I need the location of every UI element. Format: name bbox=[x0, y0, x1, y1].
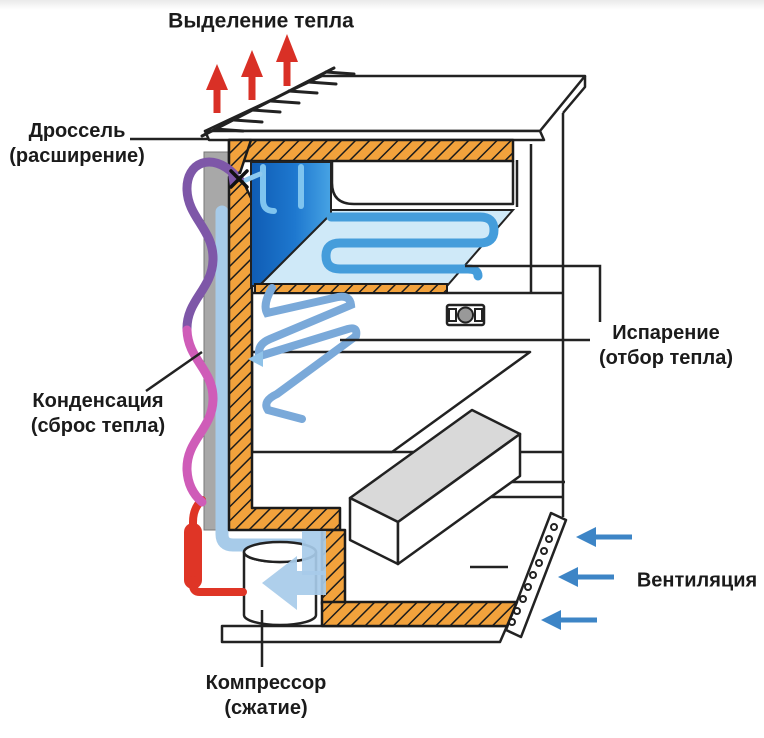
label-throttle-line1: Дроссель bbox=[28, 120, 126, 142]
label-ventilation: Вентиляция bbox=[636, 569, 758, 592]
condenser-coil-purple bbox=[182, 157, 239, 335]
label-compressor-line1: Компрессор bbox=[205, 672, 327, 694]
freezer-coil bbox=[321, 212, 499, 281]
label-compressor-line2: (сжатие) bbox=[224, 697, 308, 719]
label-evaporation-line1: Испарение bbox=[612, 322, 720, 344]
freezer-floor-edge-insulation bbox=[254, 283, 448, 294]
background-gradient bbox=[0, 0, 764, 10]
condensation-leader bbox=[145, 350, 203, 393]
bottom-insulation bbox=[320, 600, 519, 628]
fridge-coil bbox=[254, 284, 361, 423]
evaporation-leader-freezer bbox=[465, 264, 602, 322]
vent-arrows bbox=[541, 527, 632, 630]
lamp bbox=[445, 303, 486, 327]
evaporator-panel-tube bbox=[260, 164, 277, 214]
left-wall-taper bbox=[227, 138, 253, 175]
label-condensation-line2: (сброс тепла) bbox=[30, 415, 166, 437]
suction-tube bbox=[215, 205, 307, 552]
freezer-liner-lip bbox=[330, 161, 515, 206]
base-plinth bbox=[220, 624, 509, 644]
label-throttle: Дроссель (расширение) bbox=[9, 119, 145, 169]
label-condensation: Конденсация (сброс тепла) bbox=[31, 389, 165, 439]
fridge-coil-wall-arrow bbox=[248, 351, 263, 367]
top-plate-right-cap bbox=[562, 76, 587, 114]
label-evaporation-line2: (отбор тепла) bbox=[598, 347, 734, 369]
leader-lines bbox=[130, 137, 602, 667]
label-compressor: Компрессор (сжатие) bbox=[206, 671, 327, 721]
drawer bbox=[348, 408, 522, 566]
suction-arrow bbox=[262, 531, 326, 610]
top-insulation bbox=[227, 138, 515, 163]
label-evaporation: Испарение (отбор тепла) bbox=[599, 321, 733, 371]
top-plate-front-edge bbox=[203, 129, 546, 142]
throttle-valve-x bbox=[229, 169, 263, 189]
heat-arrows bbox=[206, 34, 298, 113]
label-heat-release: Выделение тепла bbox=[168, 9, 354, 33]
vent-grille bbox=[508, 523, 558, 626]
insulation bbox=[227, 138, 519, 628]
heat-fins bbox=[200, 66, 356, 138]
label-throttle-line2: (расширение) bbox=[9, 145, 145, 167]
condenser-coil-pink bbox=[182, 325, 218, 507]
fridge bbox=[248, 284, 486, 423]
freezer bbox=[250, 161, 516, 294]
drawer-side bbox=[396, 432, 522, 566]
label-condensation-line1: Конденсация bbox=[32, 390, 164, 412]
